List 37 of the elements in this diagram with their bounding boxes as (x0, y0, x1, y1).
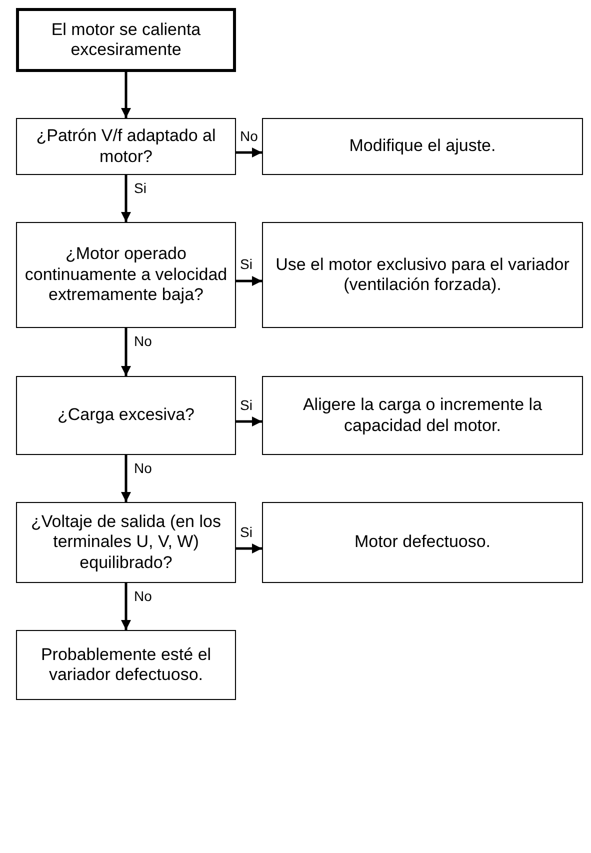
arrow (121, 328, 131, 376)
arrow (236, 544, 262, 554)
box-text: ¿Voltaje de salida (en los terminales U, V, W) equilibrado? (30, 512, 222, 574)
arrow (236, 416, 262, 426)
process-box (16, 502, 236, 583)
box-text: Motor defectuoso. (354, 532, 491, 553)
box-text: El motor se calienta excesiramente (50, 20, 202, 60)
process-box (16, 222, 236, 328)
process-box (16, 118, 236, 175)
box-text: Aligere la carga o incremente la capacidad del motor. (302, 395, 544, 436)
process-box (16, 630, 236, 700)
box-text: ¿Patrón V/f adaptado al motor? (35, 126, 217, 167)
box-text: ¿Motor operado continuamente a velocidad extremamente baja? (24, 244, 228, 306)
box-text: ¿Carga excesiva? (57, 405, 194, 426)
edge-label: No (134, 334, 152, 348)
arrow (236, 276, 262, 286)
process-box (262, 118, 583, 175)
edge-label: Si (240, 398, 252, 412)
process-box (262, 222, 583, 328)
edge-label: No (134, 461, 152, 475)
arrow (121, 583, 131, 630)
process-box (16, 376, 236, 455)
process-box (262, 502, 583, 583)
edge-label: No (240, 128, 258, 142)
edge-label: Si (240, 257, 252, 271)
start-box (16, 8, 236, 72)
edge-label: No (134, 589, 152, 603)
box-text: Probablemente esté el variador defectuoso. (40, 644, 212, 686)
box-text: Modifique el ajuste. (349, 136, 496, 157)
edge-label: Si (134, 181, 146, 195)
edge-label: Si (240, 524, 252, 538)
arrow (236, 148, 262, 158)
arrow (121, 72, 131, 118)
arrow (121, 455, 131, 502)
arrow (121, 175, 131, 222)
process-box (262, 376, 583, 455)
box-text: Use el motor exclusivo para el variador (ventilación forzada). (274, 254, 570, 296)
